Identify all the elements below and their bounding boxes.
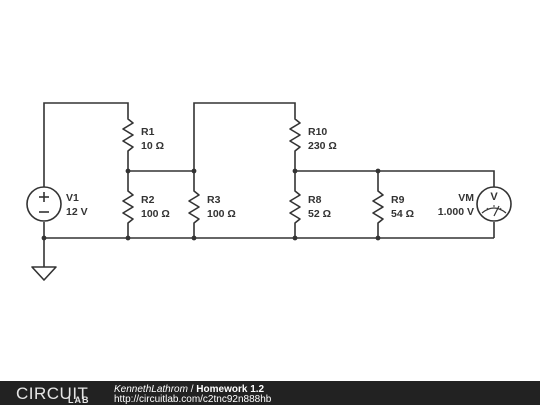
r9-name: R9	[391, 194, 405, 206]
voltmeter-needle	[493, 205, 500, 217]
junction-dot	[292, 168, 298, 174]
resistor-r1: R1 10 Ω	[122, 116, 164, 154]
voltage-source-v1: V1 12 V	[26, 186, 88, 222]
r10-value: 230 Ω	[308, 140, 337, 152]
r3-value: 100 Ω	[207, 208, 236, 220]
r2-value: 100 Ω	[141, 208, 170, 220]
footer-bar: CIRCUIT LAB KennethLathrom / Homework 1.…	[0, 381, 540, 405]
junction-dot	[375, 168, 381, 174]
wire-top-left-loop	[43, 102, 129, 187]
circuit-schematic: V1 12 V R1 10 Ω R2 100 Ω R3 100 Ω R10 23…	[26, 102, 512, 281]
circuit-title[interactable]: Homework 1.2	[196, 384, 265, 395]
resistor-icon	[289, 116, 301, 154]
voltage-source-icon	[26, 186, 62, 222]
resistor-icon	[122, 188, 134, 226]
author-link[interactable]: KennethLathrom	[114, 384, 188, 395]
resistor-r10: R10 230 Ω	[289, 116, 337, 154]
junctions	[41, 168, 381, 241]
voltmeter-icon	[476, 186, 512, 222]
footer-title-line: KennethLathrom / Homework 1.2	[114, 384, 264, 395]
r2-name: R2	[141, 194, 155, 206]
junction-dot	[125, 235, 131, 241]
circuitlab-logo[interactable]: CIRCUIT	[16, 384, 89, 403]
r8-value: 52 Ω	[308, 208, 331, 220]
wire-r3-to-r10	[193, 102, 296, 188]
r10-name: R10	[308, 126, 327, 138]
junction-dot	[375, 235, 381, 241]
v1-value: 12 V	[66, 206, 88, 218]
circuitlab-logo-sub: LAB	[68, 395, 90, 405]
vm-value: 1.000 V	[438, 206, 474, 218]
junction-dot	[191, 168, 197, 174]
resistor-r8: R8 52 Ω	[289, 188, 331, 226]
resistor-r9: R9 54 Ω	[372, 188, 414, 226]
r8-name: R8	[308, 194, 322, 206]
r1-name: R1	[141, 126, 155, 138]
r1-value: 10 Ω	[141, 140, 164, 152]
voltmeter-symbol: V	[490, 191, 498, 203]
circuit-url-link[interactable]: http://circuitlab.com/c2tnc92n888hb	[114, 394, 272, 405]
wires	[43, 102, 495, 267]
junction-dot	[41, 235, 47, 241]
junction-dot	[191, 235, 197, 241]
r3-name: R3	[207, 194, 221, 206]
resistor-icon	[289, 188, 301, 226]
vm-name: VM	[458, 192, 474, 204]
v1-name: V1	[66, 192, 79, 204]
title-separator: /	[187, 384, 197, 395]
resistor-icon	[122, 116, 134, 154]
junction-dot	[125, 168, 131, 174]
ground-icon	[31, 266, 57, 281]
resistor-r3: R3 100 Ω	[188, 188, 236, 226]
voltmeter-gauge-arc	[481, 207, 507, 214]
resistor-icon	[188, 188, 200, 226]
r9-value: 54 Ω	[391, 208, 414, 220]
wire-r10r8-to-vm	[295, 170, 495, 187]
junction-dot	[292, 235, 298, 241]
voltmeter-vm: V VM 1.000 V	[438, 186, 512, 222]
resistor-r2: R2 100 Ω	[122, 188, 170, 226]
resistor-icon	[372, 188, 384, 226]
